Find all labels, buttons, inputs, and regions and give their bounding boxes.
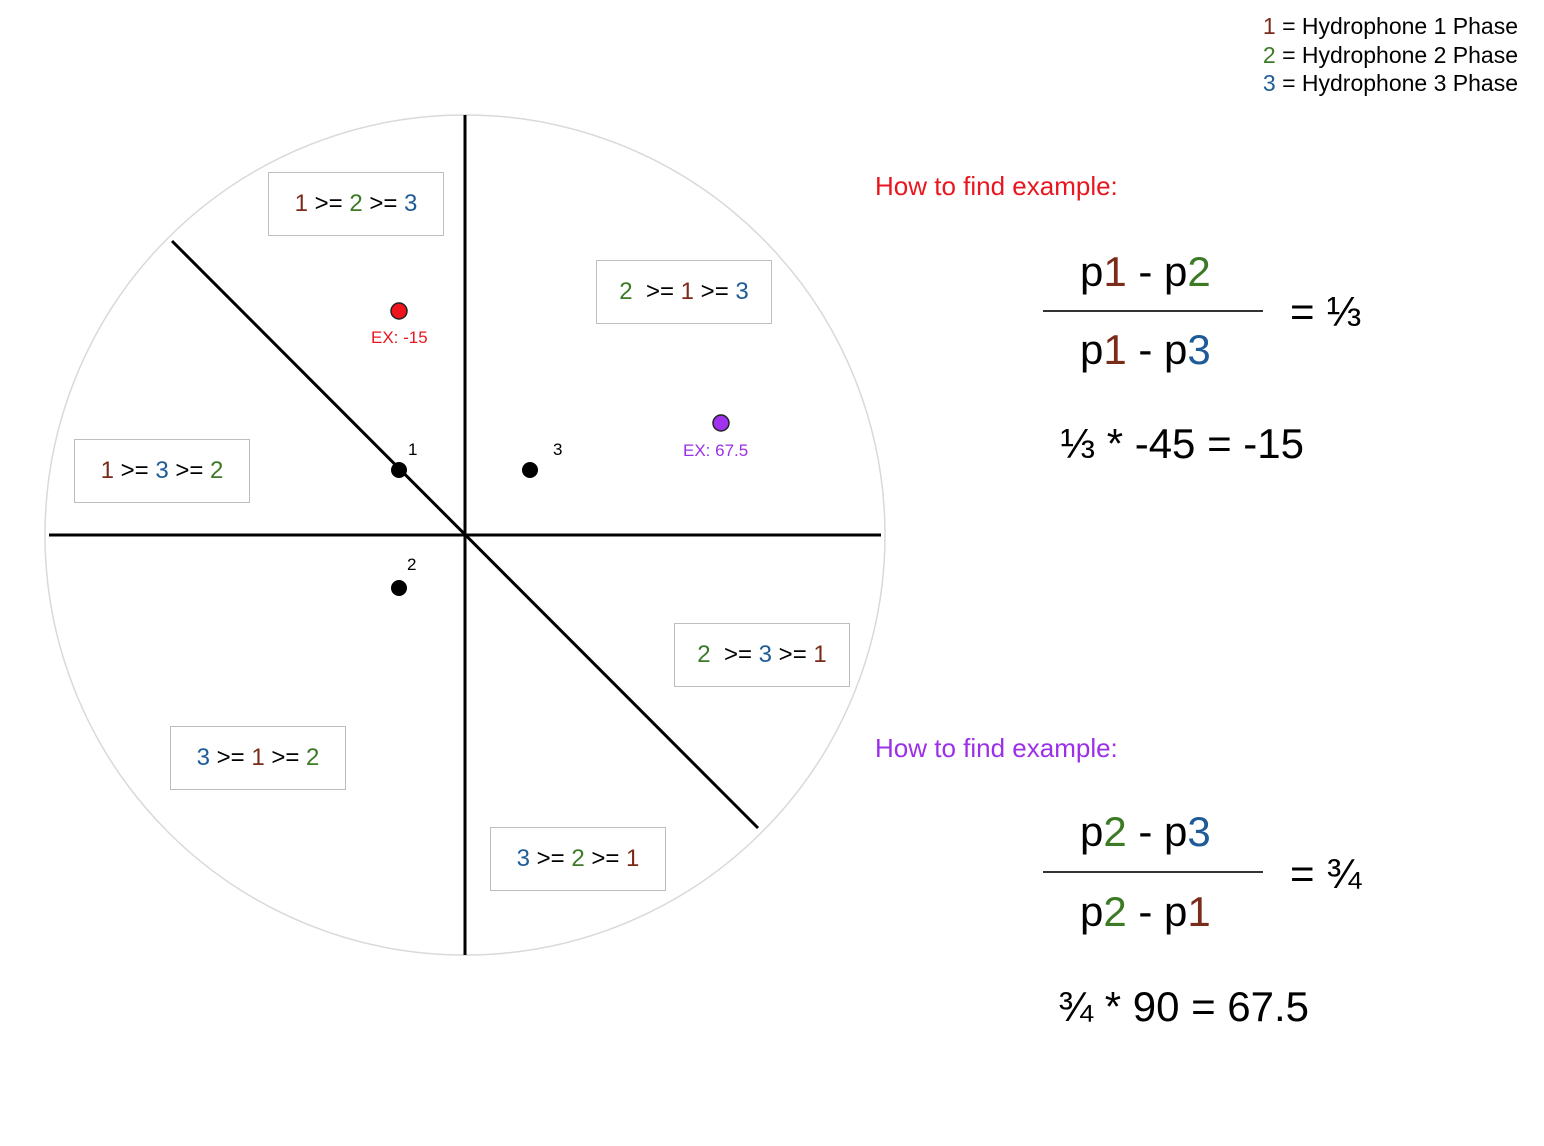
legend-number: 1	[1262, 13, 1276, 39]
order-sep: >=	[772, 641, 814, 668]
order-second: 1	[251, 744, 265, 771]
order-second: 2	[571, 845, 585, 872]
legend-text: = Hydrophone 2 Phase	[1275, 41, 1518, 68]
fraction-bar-1	[1043, 310, 1263, 312]
order-sep: >=	[113, 457, 156, 484]
how-to-title-1: How to find example:	[875, 171, 1118, 201]
minus-sign: -	[1126, 248, 1165, 295]
example-red-label: EX: -15	[371, 328, 428, 347]
order-sep: >=	[632, 278, 681, 305]
calculation-2: ¾ * 90 = 67.5	[1058, 983, 1310, 1030]
order-second: 1	[680, 278, 695, 305]
sector-diagram	[44, 114, 886, 956]
fraction-denominator-1: p1 - p3	[1080, 326, 1211, 374]
order-sep: >=	[307, 190, 350, 217]
fraction-numerator-2: p2 - p3	[1080, 808, 1211, 856]
order-third: 1	[626, 845, 640, 872]
hydrophone-2-point	[391, 580, 407, 596]
hydrophone-3-label: 3	[553, 440, 563, 459]
minus-sign: -	[1126, 326, 1165, 373]
phase-index: 1	[1103, 326, 1127, 373]
order-third: 2	[306, 744, 320, 771]
order-third: 3	[735, 278, 749, 305]
fraction-denominator-2: p2 - p1	[1080, 888, 1211, 936]
phase-index: 1	[1187, 888, 1211, 935]
phase-index: 1	[1103, 248, 1127, 295]
hydrophone-1-point	[391, 462, 407, 478]
phase-index: 3	[1187, 808, 1211, 855]
order-third: 3	[404, 190, 418, 217]
order-sep: >=	[529, 845, 572, 872]
phase-index: 2	[1187, 248, 1211, 295]
order-second: 3	[758, 641, 773, 668]
order-first: 1	[294, 190, 308, 217]
p-symbol: p	[1080, 326, 1104, 373]
hydrophone-2-label: 2	[407, 555, 417, 574]
order-first: 1	[100, 457, 114, 484]
region-order-box: 2 >= 3 >= 1	[674, 623, 850, 687]
minus-sign: -	[1126, 888, 1165, 935]
phase-index: 3	[1187, 326, 1211, 373]
calculation-1: ⅓ * -45 = -15	[1060, 420, 1304, 467]
order-first: 2	[619, 278, 633, 305]
order-sep: >=	[264, 744, 307, 771]
legend-item-2: 2 = Hydrophone 2 Phase	[1263, 41, 1518, 70]
legend-number: 3	[1262, 70, 1276, 96]
hydrophone-3-point	[522, 462, 538, 478]
fraction-result-1: = ⅓	[1290, 288, 1362, 335]
legend-item-1: 1 = Hydrophone 1 Phase	[1263, 12, 1518, 41]
order-first: 2	[697, 641, 711, 668]
fraction-bar-2	[1043, 871, 1263, 873]
region-order-box: 1 >= 3 >= 2	[74, 439, 250, 503]
diagonal-axis	[170, 239, 760, 830]
order-sep: >=	[209, 744, 252, 771]
order-third: 2	[210, 457, 224, 484]
region-order-box: 1 >= 2 >= 3	[268, 172, 444, 236]
p-symbol: p	[1164, 808, 1188, 855]
p-symbol: p	[1080, 888, 1104, 935]
order-second: 3	[155, 457, 169, 484]
fraction-result-2: = ¾	[1290, 850, 1362, 897]
region-order-box: 3 >= 2 >= 1	[490, 827, 666, 891]
p-symbol: p	[1164, 326, 1188, 373]
region-order-box: 3 >= 1 >= 2	[170, 726, 346, 790]
legend-item-3: 3 = Hydrophone 3 Phase	[1263, 69, 1518, 98]
minus-sign: -	[1126, 808, 1165, 855]
order-sep: >=	[710, 641, 759, 668]
order-second: 2	[349, 190, 363, 217]
legend-number: 2	[1262, 41, 1276, 68]
order-sep: >=	[584, 845, 627, 872]
p-symbol: p	[1080, 248, 1104, 295]
hydrophone-1-label: 1	[408, 440, 418, 459]
fraction-numerator-1: p1 - p2	[1080, 248, 1211, 296]
legend-text: = Hydrophone 3 Phase	[1275, 70, 1518, 96]
legend-text: = Hydrophone 1 Phase	[1275, 13, 1518, 39]
order-sep: >=	[168, 457, 211, 484]
order-sep: >=	[362, 190, 405, 217]
example-purple-point	[712, 414, 730, 432]
legend: 1 = Hydrophone 1 Phase 2 = Hydrophone 2 …	[1263, 12, 1518, 98]
order-first: 3	[516, 845, 530, 872]
p-symbol: p	[1080, 808, 1104, 855]
how-to-title-2: How to find example:	[875, 733, 1118, 763]
order-sep: >=	[694, 278, 736, 305]
phase-index: 2	[1103, 808, 1127, 855]
order-first: 3	[196, 744, 210, 771]
example-red-point	[390, 302, 408, 320]
region-order-box: 2 >= 1 >= 3	[596, 260, 772, 324]
p-symbol: p	[1164, 888, 1188, 935]
p-symbol: p	[1164, 248, 1188, 295]
order-third: 1	[813, 641, 827, 668]
example-purple-label: EX: 67.5	[683, 441, 749, 460]
phase-index: 2	[1103, 888, 1127, 935]
